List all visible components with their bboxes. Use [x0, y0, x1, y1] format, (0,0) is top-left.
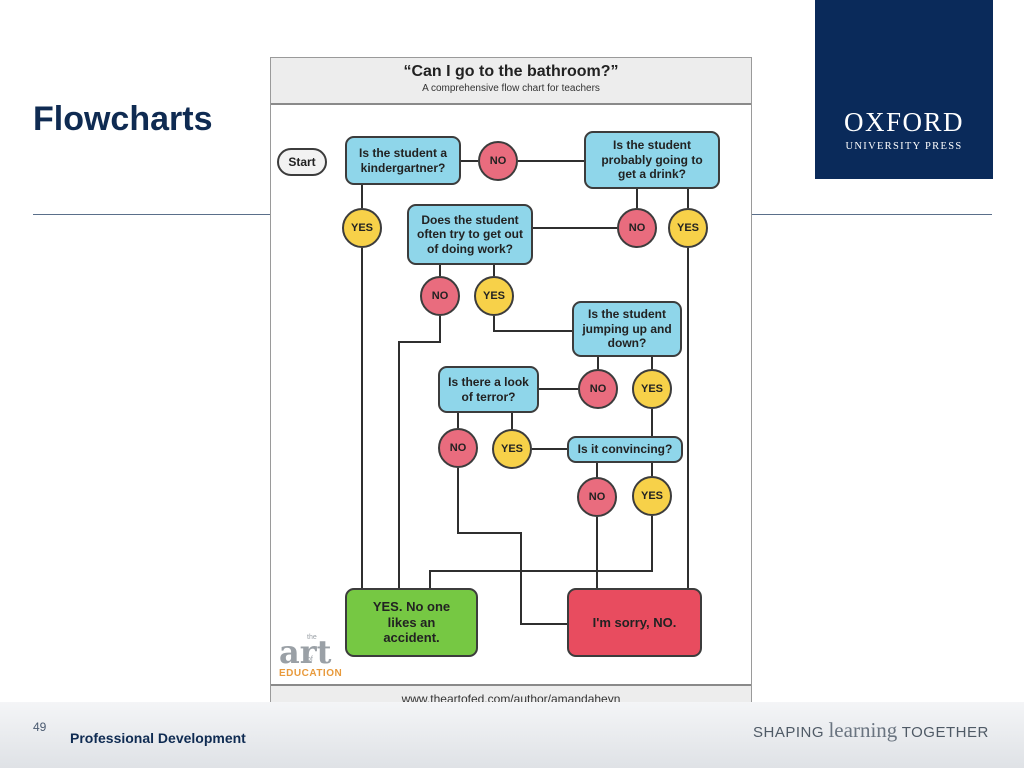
divider-left: [33, 214, 270, 215]
tagline-suffix: TOGETHER: [901, 724, 989, 741]
connector-terror-no-to-end: [457, 468, 567, 625]
answer-no-convincing: NO: [577, 477, 617, 517]
answer-no-jumping: NO: [578, 369, 618, 409]
page-number: 49: [33, 720, 47, 734]
tagline-prefix: SHAPING: [753, 724, 825, 741]
outcome-yes: YES. No one likes an accident.: [345, 588, 478, 657]
tagline: SHAPING learning TOGETHER: [753, 718, 989, 743]
question-terror: Is there a look of terror?: [438, 366, 539, 413]
footer-bar: [0, 702, 1024, 768]
question-work: Does the student often try to get out of…: [407, 204, 533, 265]
connector-no-to-ok: [398, 316, 441, 588]
logo-subtitle: UNIVERSITY PRESS: [845, 141, 963, 152]
logo-wordmark: OXFORD: [843, 107, 965, 137]
connector-jumping-no: [597, 355, 610, 369]
answer-no-drink: NO: [617, 208, 657, 248]
flowchart-subtitle: A comprehensive flow chart for teachers: [422, 83, 600, 94]
flowchart-header: “Can I go to the bathroom?” A comprehens…: [271, 58, 751, 105]
question-jumping: Is the student jumping up and down?: [572, 301, 682, 357]
watermark-tiny: of: [307, 656, 313, 663]
oxford-logo: OXFORD UNIVERSITY PRESS: [815, 0, 993, 179]
answer-yes-kindergartner: YES: [342, 208, 382, 248]
connector-drink-no: [636, 187, 650, 208]
answer-yes-drink: YES: [668, 208, 708, 248]
answer-yes-terror: YES: [492, 429, 532, 469]
flowchart-title: “Can I go to the bathroom?”: [403, 63, 619, 80]
outcome-no: I'm sorry, NO.: [567, 588, 702, 657]
connector-conv-yes-to-ok: [429, 516, 653, 588]
answer-no-terror: NO: [438, 428, 478, 468]
answer-yes-convincing: YES: [632, 476, 672, 516]
watermark-big: art: [279, 633, 332, 671]
art-of-education-logo: the art of EDUCATION: [279, 633, 343, 680]
question-drink: Is the student probably going to get a d…: [584, 131, 720, 189]
start-node: Start: [277, 148, 327, 176]
slide-title: Flowcharts: [33, 100, 213, 138]
connector-convincing-no: [596, 461, 610, 477]
watermark-education: EDUCATION: [279, 668, 343, 679]
question-convincing: Is it convincing?: [567, 436, 683, 463]
answer-no-work: NO: [420, 276, 460, 316]
question-kindergartner: Is the student a kindergartner?: [345, 136, 461, 185]
connector-yes-jumping: [493, 316, 573, 332]
answer-yes-work: YES: [474, 276, 514, 316]
answer-no-kindergartner: NO: [478, 141, 518, 181]
divider-right: [752, 214, 992, 215]
watermark-small: the: [307, 634, 317, 641]
footer-label: Professional Development: [70, 730, 246, 746]
answer-yes-jumping: YES: [632, 369, 672, 409]
tagline-middle: learning: [828, 718, 898, 742]
